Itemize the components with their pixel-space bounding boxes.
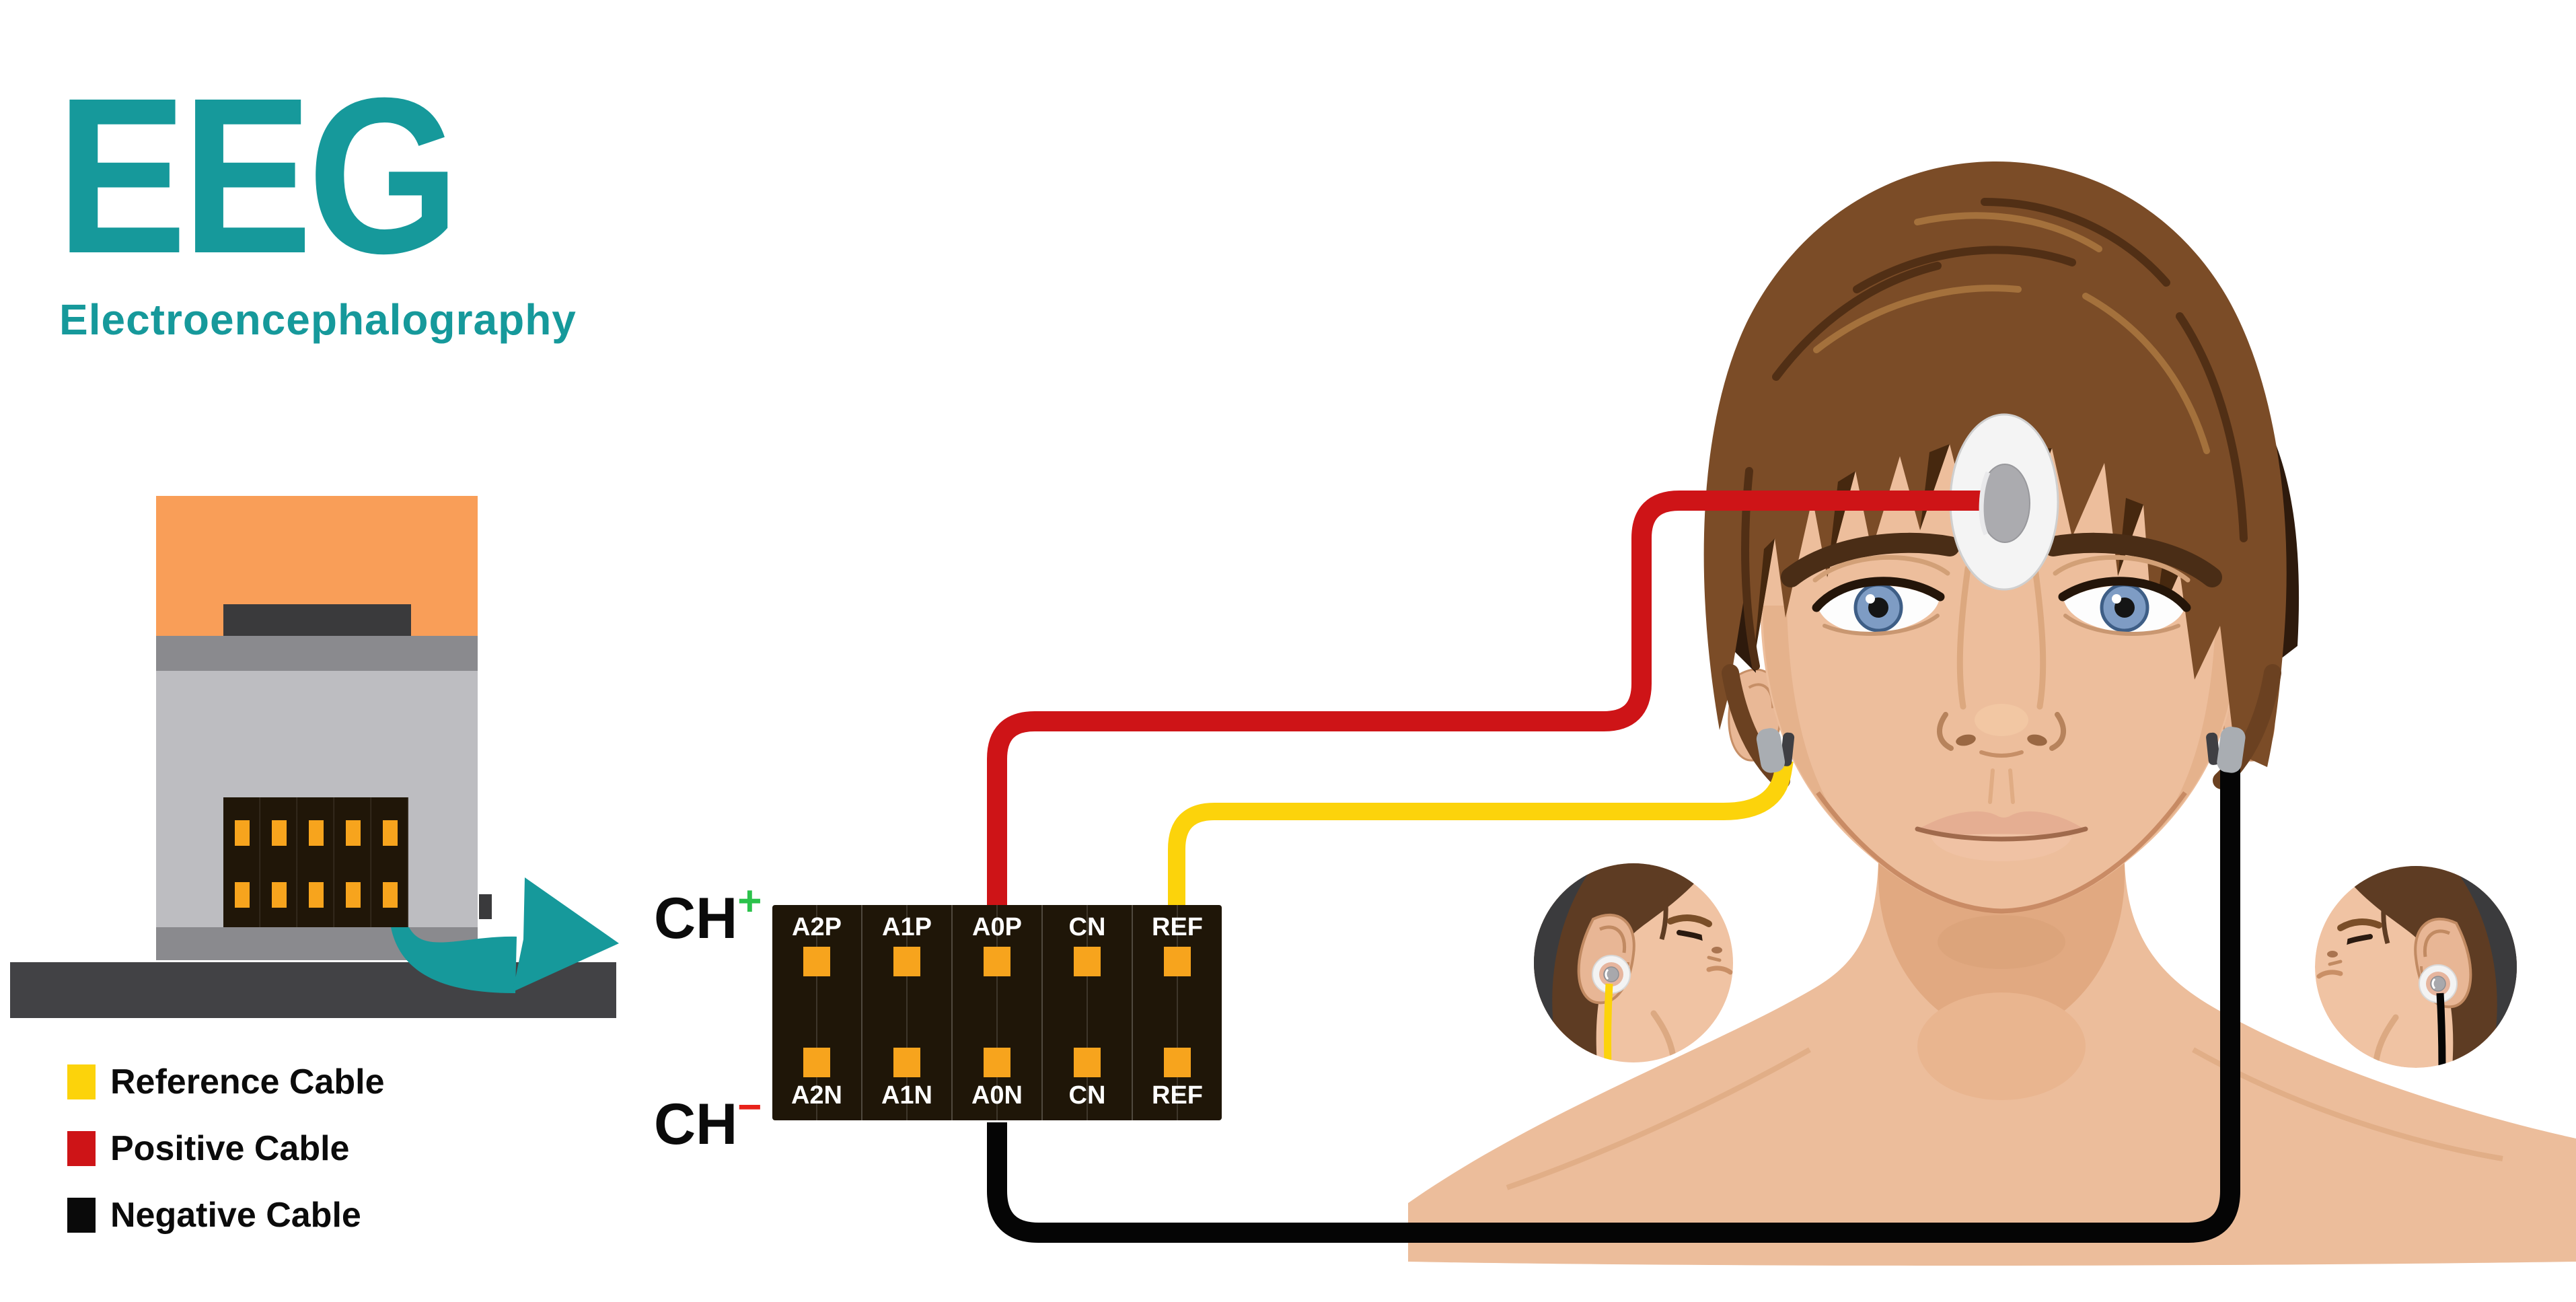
forehead-electrode-center bbox=[1979, 464, 2030, 543]
hair-accents bbox=[1753, 444, 2180, 665]
negative-cable-swatch bbox=[67, 1198, 96, 1233]
pin-ref-top bbox=[1164, 947, 1191, 976]
plus-sign: + bbox=[737, 878, 762, 925]
forehead-electrode-pad bbox=[1949, 413, 2059, 591]
left-ear bbox=[1728, 668, 1782, 762]
face bbox=[1760, 342, 2243, 912]
reference-cable-swatch bbox=[67, 1064, 96, 1099]
connector-col-a1: A1P A1N bbox=[862, 905, 953, 1120]
page-subtitle: Electroencephalography bbox=[59, 295, 577, 344]
hair-strands-light bbox=[1813, 212, 2210, 454]
device-pin bbox=[271, 820, 287, 846]
device-pin bbox=[234, 882, 250, 908]
pin-ref-bottom bbox=[1164, 1048, 1191, 1077]
pin-a2p bbox=[803, 947, 830, 976]
device-pin bbox=[308, 882, 324, 908]
device-pin bbox=[308, 820, 324, 846]
pin-a1n bbox=[893, 1048, 920, 1077]
connector-block: A2P A2N A1P A1N A0P A0N CN CN REF RE bbox=[772, 905, 1222, 1120]
pin-cn-top bbox=[1074, 947, 1101, 976]
neck-shadow bbox=[1878, 794, 2125, 1042]
pin-cn-bottom bbox=[1074, 1048, 1101, 1077]
chin-shadow bbox=[1938, 915, 2065, 969]
ear-inset-negative bbox=[2315, 866, 2517, 1068]
connector-col-cn: CN CN bbox=[1043, 905, 1133, 1120]
cable-legend: Reference Cable Positive Cable Negative … bbox=[67, 1062, 385, 1264]
device-pin bbox=[234, 820, 250, 846]
hair-strands-dark bbox=[1741, 198, 2248, 670]
pin-a1p bbox=[893, 947, 920, 976]
legend-label: Reference Cable bbox=[110, 1062, 385, 1101]
man-figure bbox=[1408, 161, 2576, 1266]
reference-cable-inset bbox=[1604, 983, 1613, 1062]
inset-electrode-reference bbox=[1592, 955, 1631, 1062]
device-pin-row-bottom bbox=[223, 882, 408, 908]
device-connector-panel bbox=[223, 797, 408, 927]
device-pin bbox=[382, 882, 398, 908]
connector-col-a2: A2P A2N bbox=[772, 905, 862, 1120]
hair bbox=[1703, 161, 2287, 768]
legend-label: Positive Cable bbox=[110, 1129, 350, 1168]
device-top-band bbox=[156, 636, 478, 671]
device-side-button bbox=[479, 894, 492, 919]
nose bbox=[1936, 565, 2067, 758]
device-platform bbox=[10, 962, 616, 1018]
right-eyebrow bbox=[2043, 532, 2222, 587]
negative-cable-inset bbox=[2436, 992, 2446, 1068]
pin-a2n bbox=[803, 1048, 830, 1077]
device-pin bbox=[382, 820, 398, 846]
reference-ear-clip bbox=[1756, 728, 1795, 773]
ear-inset-reference bbox=[1533, 862, 1734, 1062]
left-eyebrow bbox=[1781, 532, 1960, 587]
left-eye bbox=[1812, 554, 1950, 636]
negative-ear-clip bbox=[2206, 727, 2246, 773]
lips bbox=[1915, 768, 2088, 861]
torso bbox=[1408, 767, 2576, 1266]
device-pin bbox=[345, 882, 361, 908]
legend-row-reference: Reference Cable bbox=[67, 1062, 385, 1101]
legend-row-positive: Positive Cable bbox=[67, 1129, 385, 1168]
device-pin-row-top bbox=[223, 820, 408, 846]
connector-col-ref: REF REF bbox=[1133, 905, 1222, 1120]
pin-a0n bbox=[984, 1048, 1010, 1077]
device-pin bbox=[271, 882, 287, 908]
pin-a0p bbox=[984, 947, 1010, 976]
positive-cable-swatch bbox=[67, 1131, 96, 1166]
reference-cable bbox=[1168, 758, 1794, 910]
right-ear bbox=[2221, 668, 2275, 762]
throat-highlight bbox=[1917, 992, 2086, 1100]
minus-sign: − bbox=[737, 1084, 762, 1130]
channel-negative-label: CH− bbox=[654, 1084, 762, 1157]
connector-col-a0: A0P A0N bbox=[953, 905, 1043, 1120]
jaw-line bbox=[1816, 791, 2187, 914]
device-base-band bbox=[156, 927, 478, 960]
inset-electrode-negative bbox=[2419, 964, 2458, 1068]
device-pin bbox=[345, 820, 361, 846]
legend-row-negative: Negative Cable bbox=[67, 1196, 385, 1235]
positive-cable bbox=[987, 491, 1990, 910]
right-eye bbox=[2053, 554, 2191, 636]
page-title: EEG bbox=[57, 51, 459, 299]
device-handle-slot bbox=[223, 604, 411, 636]
channel-positive-label: CH+ bbox=[654, 878, 762, 951]
legend-label: Negative Cable bbox=[110, 1196, 361, 1235]
